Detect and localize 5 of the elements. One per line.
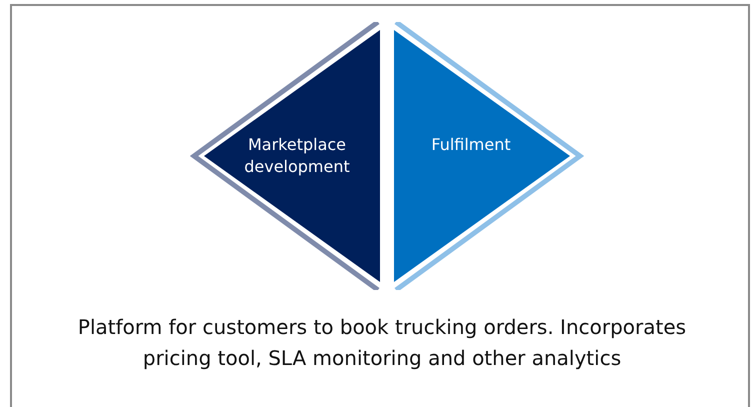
node-label: Fulfilment <box>430 134 512 156</box>
half-diamond-shape <box>392 22 584 290</box>
half-diamond-shape <box>190 22 382 290</box>
node-label: Marketplace development <box>243 134 351 178</box>
description-text: Platform for customers to book trucking orders. Incorporates pricing tool, SLA monitoring and other analytics <box>76 314 688 372</box>
